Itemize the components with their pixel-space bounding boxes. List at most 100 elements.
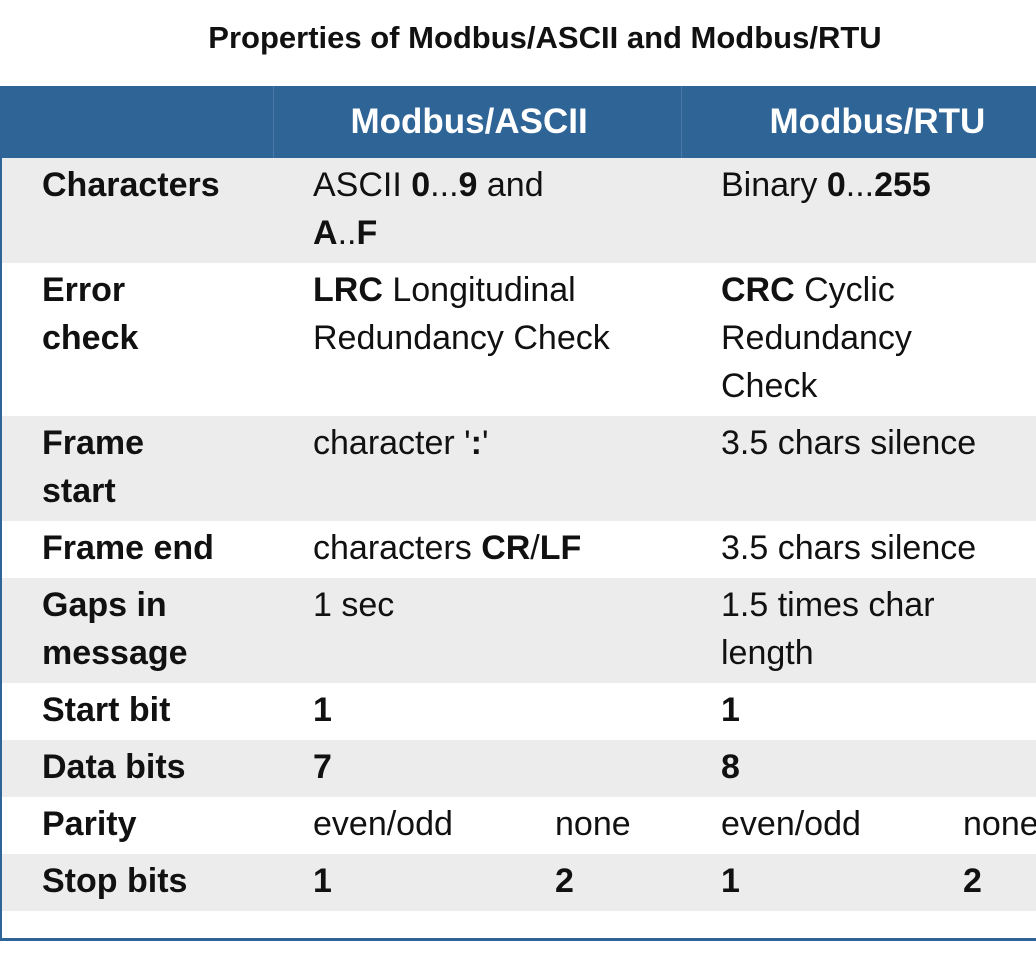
ascii-frame-end-value: characters CR/LF: [273, 521, 681, 578]
table-row-data-bits: Data bits 7 8: [0, 740, 1036, 797]
text-fragment: LF: [539, 529, 582, 567]
row-label-cell: Frame start: [0, 416, 273, 521]
text-fragment: check: [42, 319, 139, 357]
rtu-cell: 1: [681, 683, 1036, 740]
comparison-table-container: Modbus/ASCII Modbus/RTU Characters ASCII…: [0, 86, 1036, 941]
row-label: Stop bits: [42, 862, 188, 900]
row-label-cell: Gaps in message: [0, 578, 273, 683]
ascii-frame-start-value: character ':': [273, 416, 681, 473]
text-fragment: Cyclic Redundancy Check: [721, 271, 912, 405]
text-fragment: Gaps in: [42, 586, 167, 624]
rtu-data-bits-value: 8: [721, 748, 740, 786]
text-fragment: :: [470, 424, 482, 462]
rtu-error-check-value: CRC Cyclic Redundancy Check: [681, 263, 1036, 416]
text-fragment: ...: [845, 166, 875, 204]
rtu-cell: even/odd none: [681, 797, 1036, 854]
header-row: Modbus/ASCII Modbus/RTU: [0, 86, 1036, 158]
stop-bit-option: 1: [721, 862, 740, 900]
text-fragment: characters: [313, 529, 482, 567]
row-label-cell: Characters: [0, 158, 273, 263]
rtu-cell: 8: [681, 740, 1036, 797]
rtu-characters-value: Binary 0...255: [681, 158, 1036, 215]
text-fragment: ASCII: [313, 166, 412, 204]
parity-option: even/odd: [313, 805, 453, 843]
ascii-error-check-value: LRC Longitudinal Redundancy Check: [273, 263, 681, 368]
table-left-border: [0, 86, 2, 941]
text-fragment: ...: [430, 166, 459, 204]
ascii-gaps-value: 1 sec: [313, 586, 395, 624]
rtu-start-bit-value: 1: [721, 691, 740, 729]
page-title: Properties of Modbus/ASCII and Modbus/RT…: [208, 20, 882, 55]
text-fragment: CRC: [721, 271, 795, 309]
rtu-cell: 1.5 times char length: [681, 578, 1036, 683]
rtu-frame-end-value: 3.5 chars silence: [721, 529, 977, 567]
text-fragment: ': [482, 424, 489, 462]
row-label-cell: Data bits: [0, 740, 273, 797]
table-row-frame-start: Frame start character ':' 3.5 chars silen…: [0, 416, 1036, 521]
header-modbus-rtu: Modbus/RTU: [681, 86, 1036, 158]
ascii-cell: 7: [273, 740, 681, 797]
text-fragment: start: [42, 472, 116, 510]
row-label: Gaps in message: [0, 578, 273, 683]
ascii-cell: character ':': [273, 416, 681, 521]
text-fragment: 0: [411, 166, 431, 204]
text-fragment: 0: [826, 166, 846, 204]
parity-option: none: [963, 805, 1036, 843]
rtu-cell: CRC Cyclic Redundancy Check: [681, 263, 1036, 416]
row-label-cell: Parity: [0, 797, 273, 854]
header-modbus-ascii: Modbus/ASCII: [273, 86, 682, 158]
rtu-parity-values: even/odd none: [681, 797, 1036, 854]
text-fragment: 9: [458, 166, 478, 204]
comparison-table: Modbus/ASCII Modbus/RTU Characters ASCII…: [0, 86, 1036, 911]
text-fragment: character ': [313, 424, 471, 462]
row-label: Data bits: [42, 748, 186, 786]
ascii-cell: characters CR/LF: [273, 521, 681, 578]
text-fragment: /: [530, 529, 540, 567]
text-fragment: ..: [337, 214, 357, 252]
row-label: Frame start: [0, 416, 273, 521]
rtu-cell: Binary 0...255: [681, 158, 1036, 263]
row-label-cell: Start bit: [0, 683, 273, 740]
text-fragment: Binary: [721, 166, 827, 204]
row-label: Frame end: [42, 529, 214, 567]
rtu-cell: 3.5 chars silence: [681, 416, 1036, 521]
text-fragment: Frame: [42, 424, 145, 462]
row-label-cell: Frame end: [0, 521, 273, 578]
table-row-frame-end: Frame end characters CR/LF 3.5 chars sil…: [0, 521, 1036, 578]
row-label: Start bit: [42, 691, 171, 729]
ascii-data-bits-value: 7: [313, 748, 332, 786]
text-fragment: Longitudinal Redundancy Check: [313, 271, 610, 357]
ascii-cell: 1: [273, 683, 681, 740]
row-label-cell: Stop bits: [0, 854, 273, 911]
rtu-frame-start-value: 3.5 chars silence: [721, 424, 977, 462]
text-fragment: 255: [874, 166, 931, 204]
stop-bit-option: 2: [963, 862, 982, 900]
text-fragment: message: [42, 634, 188, 672]
rtu-cell: 3.5 chars silence: [681, 521, 1036, 578]
table-header: Modbus/ASCII Modbus/RTU: [0, 86, 1036, 158]
row-label: Characters: [42, 166, 220, 204]
parity-option: none: [555, 805, 631, 843]
parity-option: even/odd: [721, 805, 861, 843]
text-fragment: and: [477, 166, 544, 204]
text-fragment: A: [313, 214, 338, 252]
table-bottom-border: [0, 938, 1036, 941]
table-row-parity: Parity even/odd none even/odd none: [0, 797, 1036, 854]
stop-bit-option: 2: [555, 862, 574, 900]
rtu-gaps-value: 1.5 times char length: [721, 586, 935, 672]
text-fragment: LRC: [313, 271, 383, 309]
ascii-cell: even/odd none: [273, 797, 681, 854]
row-label: Parity: [42, 805, 137, 843]
